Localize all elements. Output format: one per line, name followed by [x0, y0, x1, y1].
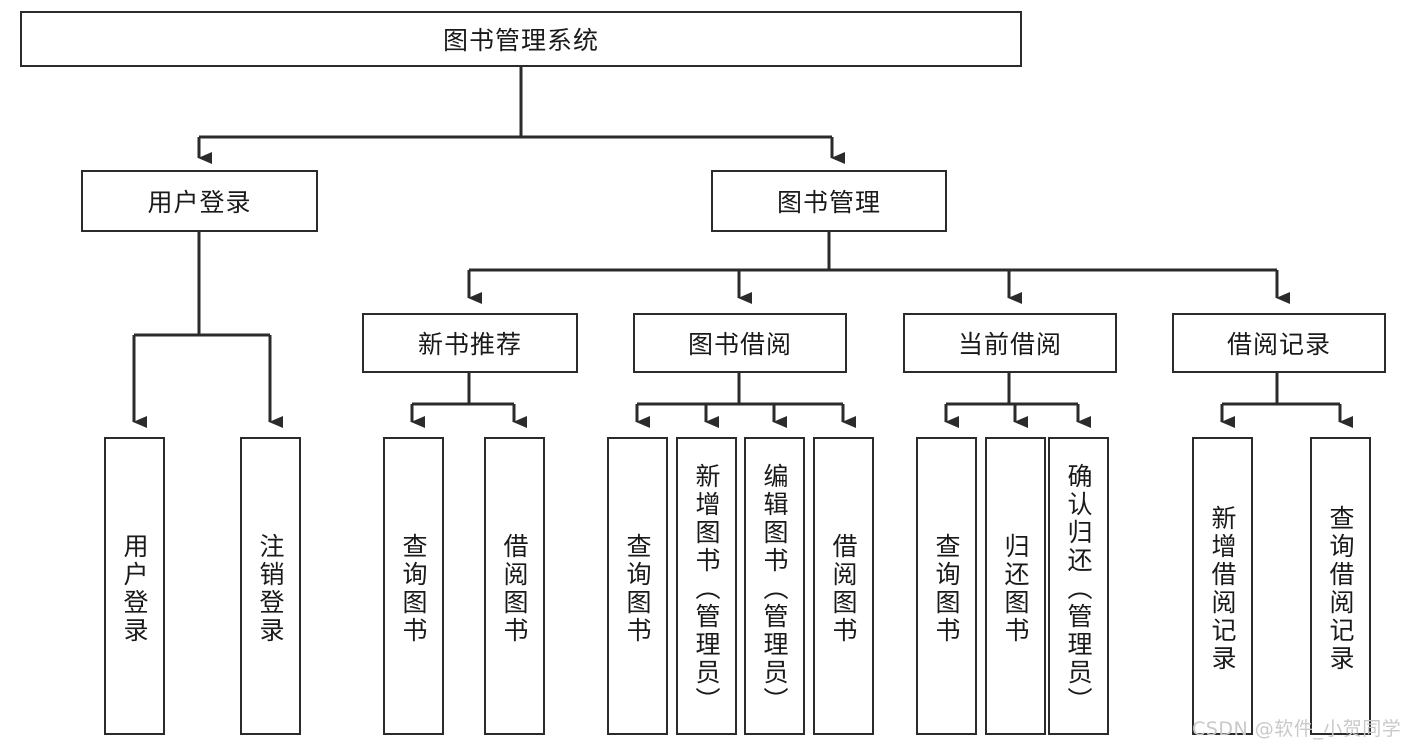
node-root-system[interactable]: 图书管理系统 [20, 11, 1022, 67]
leaf-query-book-current[interactable]: 查询图书 [916, 437, 977, 735]
node-user-login[interactable]: 用户登录 [81, 170, 318, 232]
leaf-borrow-book[interactable]: 借阅图书 [813, 437, 874, 735]
node-label: 图书管理 [776, 188, 881, 217]
leaf-borrow-book-recommend[interactable]: 借阅图书 [484, 437, 545, 735]
node-current-borrow[interactable]: 当前借阅 [903, 313, 1117, 373]
node-label: 当前借阅 [957, 330, 1062, 359]
node-label: 查询图书 [932, 533, 961, 645]
node-label: 新书推荐 [417, 330, 522, 359]
leaf-query-borrow-record[interactable]: 查询借阅记录 [1310, 437, 1371, 735]
node-label: 新增借阅记录 [1208, 505, 1237, 673]
leaf-query-book-recommend[interactable]: 查询图书 [383, 437, 444, 735]
csdn-watermark: CSDN @软件_小贺同学 [1192, 718, 1402, 740]
node-book-management[interactable]: 图书管理 [711, 170, 947, 232]
node-label: 借阅图书 [829, 533, 858, 645]
node-label: 确认归还（管理员） [1064, 463, 1093, 715]
leaf-query-book-borrow[interactable]: 查询图书 [607, 437, 668, 735]
node-label: 编辑图书（管理员） [760, 463, 789, 715]
leaf-return-book[interactable]: 归还图书 [985, 437, 1046, 735]
node-book-borrow[interactable]: 图书借阅 [633, 313, 847, 373]
node-label: 图书借阅 [687, 330, 792, 359]
node-label: 借阅记录 [1226, 330, 1331, 359]
leaf-add-book[interactable]: 新增图书（管理员） [676, 437, 737, 735]
node-label: 用户登录 [120, 533, 149, 645]
node-new-book-recommend[interactable]: 新书推荐 [362, 313, 578, 373]
leaf-edit-book[interactable]: 编辑图书（管理员） [744, 437, 805, 735]
leaf-confirm-return[interactable]: 确认归还（管理员） [1048, 437, 1109, 735]
node-label: 新增图书（管理员） [692, 463, 721, 715]
node-label: 借阅图书 [500, 533, 529, 645]
node-label: 用户登录 [147, 188, 252, 217]
node-label: 查询图书 [399, 533, 428, 645]
node-label: 查询借阅记录 [1326, 505, 1355, 673]
leaf-add-borrow-record[interactable]: 新增借阅记录 [1192, 437, 1253, 735]
node-label: 图书管理系统 [442, 26, 599, 55]
node-label: 归还图书 [1001, 533, 1030, 645]
leaf-user-logout[interactable]: 注销登录 [240, 437, 301, 735]
leaf-user-login[interactable]: 用户登录 [104, 437, 165, 735]
node-label: 注销登录 [256, 533, 285, 645]
node-borrow-record[interactable]: 借阅记录 [1172, 313, 1386, 373]
node-label: 查询图书 [623, 533, 652, 645]
